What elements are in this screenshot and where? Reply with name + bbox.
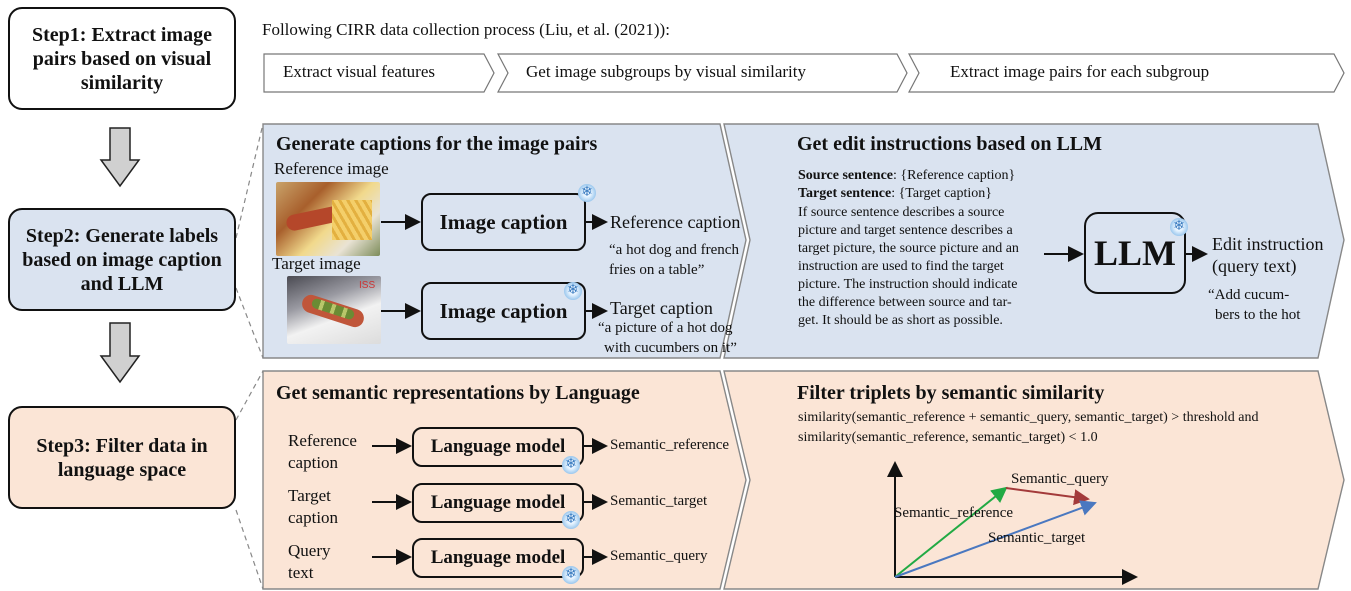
vector-target-label: Semantic_target xyxy=(988,530,1086,546)
llm-module: LLM xyxy=(1084,212,1186,294)
semantic-input-target: Target caption xyxy=(288,485,338,529)
llm-prompt-line: picture and target sentence describes a xyxy=(798,223,1013,238)
step2-box: Step2: Generate labels based on image ca… xyxy=(8,208,236,311)
semantic-output-reference: Semantic_reference xyxy=(610,437,730,453)
llm-module-label: LLM xyxy=(1093,233,1176,273)
reference-caption-text: “a hot dog and french fries on a table” xyxy=(609,242,739,278)
source-sentence-label: Source sentence xyxy=(798,168,893,183)
semantic-output-target: Semantic_target xyxy=(610,493,708,509)
language-model-label: Language model xyxy=(430,492,566,513)
step3-box: Step3: Filter data in language space xyxy=(8,406,236,509)
frozen-snowflake-icon: ❄ xyxy=(562,456,580,474)
cirr-stage-2-shape xyxy=(497,53,908,93)
filter-panel-shape xyxy=(723,370,1345,590)
target-image-label: Target image xyxy=(272,254,361,273)
language-model-3: Language model xyxy=(412,538,584,578)
cirr-stage-3-shape xyxy=(908,53,1345,93)
target-sentence-value: : {Target caption} xyxy=(891,186,993,201)
edit-instruction-example-2: bers to the hot xyxy=(1215,307,1301,323)
edit-instruction-example-1: “Add cucum- xyxy=(1208,287,1290,303)
llm-prompt-line: picture. The instruction should indicate xyxy=(798,277,1018,292)
semantic-input-line: text xyxy=(288,563,314,582)
llm-prompt-line: target picture, the source picture and a… xyxy=(798,241,1019,256)
source-sentence-line: Source sentence: {Reference caption} xyxy=(798,168,1015,184)
llm-panel-title: Get edit instructions based on LLM xyxy=(797,133,1103,155)
step1-label: Step1: Extract image pairs based on visu… xyxy=(32,23,212,94)
image-caption-module-1: Image caption xyxy=(421,193,586,251)
language-model-1: Language model xyxy=(412,427,584,467)
filter-panel-title: Filter triplets by semantic similarity xyxy=(797,382,1105,404)
down-arrow-2 xyxy=(99,322,141,384)
edit-instruction-label-1: Edit instruction xyxy=(1212,234,1324,254)
frozen-snowflake-icon: ❄ xyxy=(1170,218,1188,236)
semantic-input-query: Query text xyxy=(288,540,330,584)
cirr-stage-3: Extract image pairs for each subgroup xyxy=(950,62,1210,81)
image-caption-module-2-label: Image caption xyxy=(439,298,568,323)
target-image: ISS xyxy=(287,276,381,344)
llm-prompt-line: the difference between source and tar- xyxy=(798,295,1012,310)
vector-reference xyxy=(894,486,1008,578)
image-caption-module-2: Image caption xyxy=(421,282,586,340)
semantic-input-reference: Reference caption xyxy=(288,430,357,474)
language-model-2: Language model xyxy=(412,483,584,523)
semantic-output-query: Semantic_query xyxy=(610,548,708,564)
semantic-input-line: caption xyxy=(288,508,339,527)
semantic-input-line: Target xyxy=(288,486,331,505)
step2-label: Step2: Generate labels based on image ca… xyxy=(22,224,222,295)
llm-prompt-line: instruction are used to find the target xyxy=(798,259,1004,274)
target-caption-text-1: “a picture of a hot dog xyxy=(598,320,733,336)
target-sentence-line: Target sentence: {Target caption} xyxy=(798,186,992,202)
cirr-stage-2: Get image subgroups by visual similarity xyxy=(526,62,806,81)
llm-prompt-line: If source sentence describes a source xyxy=(798,205,1005,220)
vector-query xyxy=(1005,487,1090,506)
frozen-snowflake-icon: ❄ xyxy=(562,511,580,529)
llm-panel-shape xyxy=(723,123,1345,359)
target-sentence-label: Target sentence xyxy=(798,186,892,201)
edit-instruction-label-2: (query text) xyxy=(1212,256,1297,276)
captions-panel-title: Generate captions for the image pairs xyxy=(276,133,598,155)
filter-formula-1: similarity(semantic_reference + semantic… xyxy=(798,410,1259,425)
captions-panel-shape xyxy=(262,123,747,359)
filter-formula-2: similarity(semantic_reference, semantic_… xyxy=(798,430,1098,445)
frozen-snowflake-icon: ❄ xyxy=(562,566,580,584)
vector-target xyxy=(894,500,1097,578)
step1-box: Step1: Extract image pairs based on visu… xyxy=(8,7,236,110)
target-caption-text-2: with cucumbers on it” xyxy=(604,340,737,356)
down-arrow-1 xyxy=(99,127,141,188)
vector-reference-label: Semantic_reference xyxy=(894,505,1014,521)
cirr-stage-1: Extract visual features xyxy=(283,62,435,81)
target-caption-label: Target caption xyxy=(610,298,713,318)
language-model-label: Language model xyxy=(430,436,566,457)
semantic-input-line: Query xyxy=(288,541,331,560)
step3-label: Step3: Filter data in language space xyxy=(36,434,208,481)
reference-image-label: Reference image xyxy=(274,159,389,178)
llm-prompt-line: get. It should be as short as possible. xyxy=(798,313,1003,328)
semantic-panel-title: Get semantic representations by Language xyxy=(276,382,640,404)
semantic-panel-shape xyxy=(262,370,747,590)
image-caption-module-1-label: Image caption xyxy=(439,209,568,234)
frozen-snowflake-icon: ❄ xyxy=(564,282,582,300)
reference-caption-label: Reference caption xyxy=(610,212,741,232)
semantic-input-line: Reference xyxy=(288,431,357,450)
llm-prompt: If source sentence describes a source pi… xyxy=(798,204,1019,330)
semantic-input-line: caption xyxy=(288,453,339,472)
reference-image xyxy=(276,182,380,256)
frozen-snowflake-icon: ❄ xyxy=(578,184,596,202)
cirr-stage-1-shape xyxy=(263,53,495,93)
source-sentence-value: : {Reference caption} xyxy=(893,168,1016,183)
vector-query-label: Semantic_query xyxy=(1011,471,1109,487)
language-model-label: Language model xyxy=(430,547,566,568)
cirr-intro: Following CIRR data collection process (… xyxy=(262,20,670,39)
